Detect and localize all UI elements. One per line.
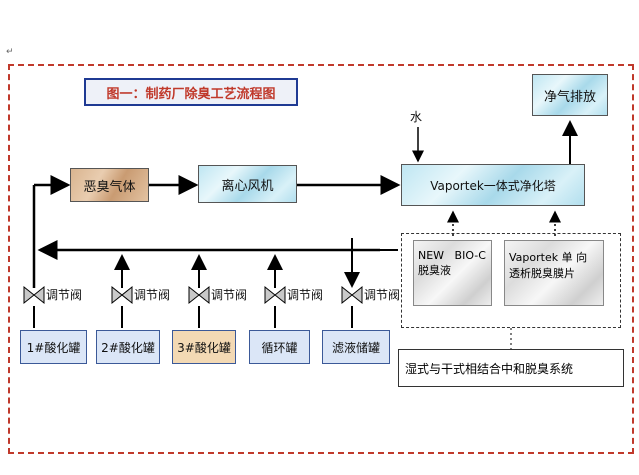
valve-2-label: 调节阀 bbox=[134, 288, 171, 302]
valve-5-label: 调节阀 bbox=[364, 288, 401, 302]
diagram-title: 图一：制药厂除臭工艺流程图 bbox=[84, 78, 298, 106]
bio-line1: NEW BIO-C bbox=[418, 249, 486, 262]
bio-line2: 脱臭液 bbox=[418, 264, 451, 277]
tank-3: 3#酸化罐 bbox=[172, 330, 236, 364]
diagram-frame bbox=[8, 64, 634, 454]
paragraph-mark: ↵ bbox=[6, 47, 14, 57]
tank-circulation: 循环罐 bbox=[249, 330, 310, 364]
tank-2: 2#酸化罐 bbox=[96, 330, 160, 364]
media-group bbox=[401, 233, 621, 328]
tower-node: Vaportek一体式净化塔 bbox=[401, 164, 585, 206]
valve-4-label: 调节阀 bbox=[287, 288, 324, 302]
valve-4-icon bbox=[264, 285, 286, 305]
valve-1-label: 调节阀 bbox=[46, 288, 83, 302]
valve-2-icon bbox=[111, 285, 133, 305]
membrane-box: Vaportek 单 向 透析脱臭膜片 bbox=[504, 240, 604, 306]
system-label: 湿式与干式相结合中和脱臭系统 bbox=[398, 349, 624, 387]
water-label: 水 bbox=[410, 110, 423, 124]
membrane-line2: 透析脱臭膜片 bbox=[509, 267, 575, 280]
bio-liquid-box: NEW BIO-C 脱臭液 bbox=[413, 240, 492, 306]
tank-1: 1#酸化罐 bbox=[20, 330, 87, 364]
valve-5-icon bbox=[341, 285, 363, 305]
valve-1-icon bbox=[23, 285, 45, 305]
exhaust-node: 净气排放 bbox=[532, 74, 608, 116]
valve-3-icon bbox=[188, 285, 210, 305]
tank-filtrate: 滤液储罐 bbox=[322, 330, 390, 364]
membrane-line1: Vaportek 单 向 bbox=[509, 251, 588, 264]
fan-node: 离心风机 bbox=[198, 165, 297, 203]
valve-3-label: 调节阀 bbox=[211, 288, 248, 302]
odor-gas-node: 恶臭气体 bbox=[70, 168, 149, 202]
